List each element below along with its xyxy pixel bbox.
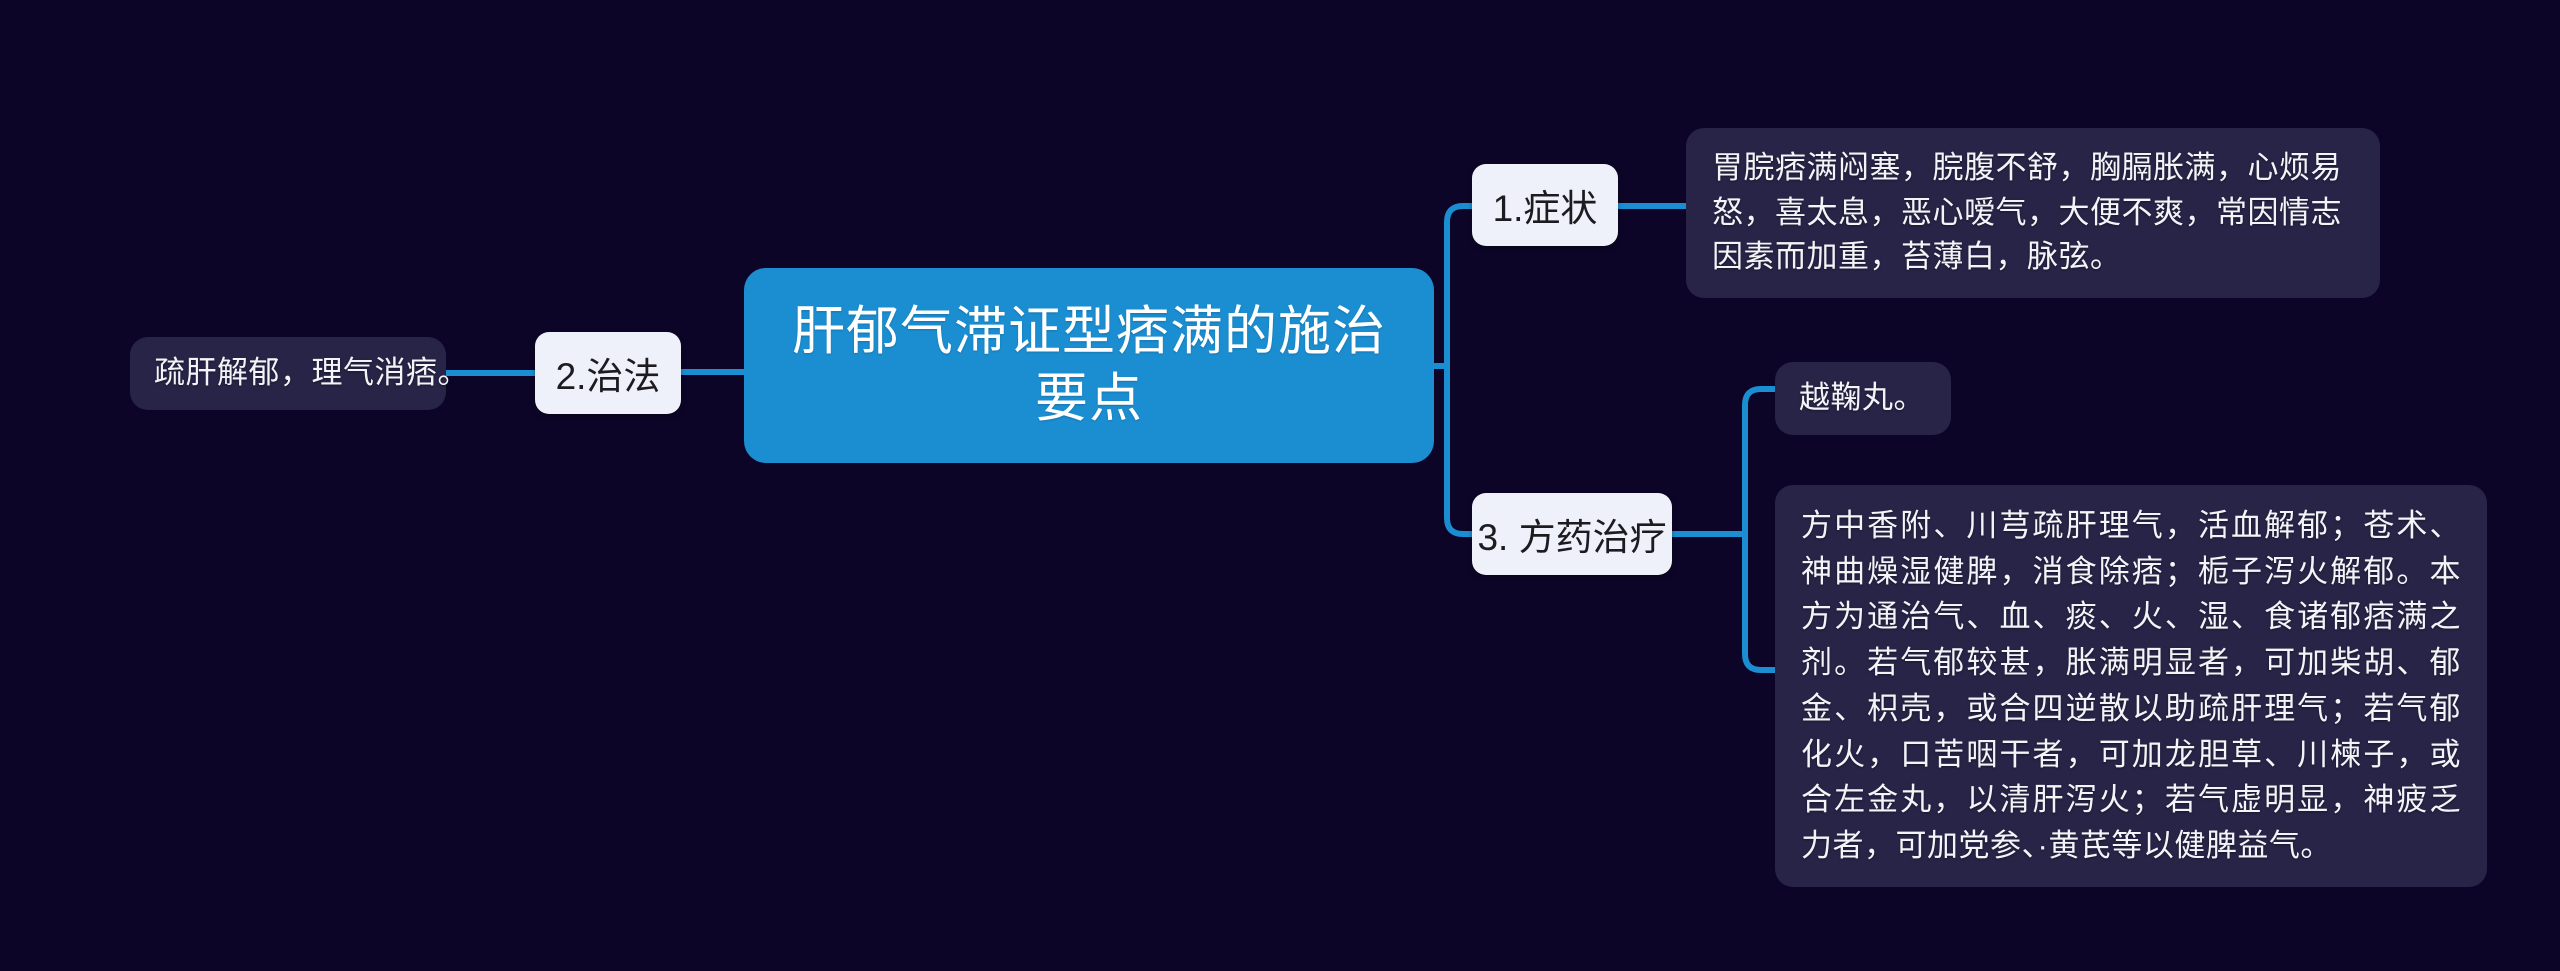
leaf-node-formula-name[interactable]: 越鞠丸。 xyxy=(1775,362,1951,435)
root-node-label: 肝郁气滞证型痞满的施治要点 xyxy=(792,302,1386,428)
root-node[interactable]: 肝郁气滞证型痞满的施治要点 xyxy=(744,268,1434,463)
connector-trunk-to-branch-1 xyxy=(1444,203,1472,366)
connector-branch-3-to-leaf-2 xyxy=(1742,534,1775,673)
leaf-node-treatment-method-detail[interactable]: 疏肝解郁，理气消痞。 xyxy=(130,337,469,410)
branch-node-symptoms[interactable]: 1.症状 xyxy=(1472,164,1618,246)
leaf-node-formula-name-text: 越鞠丸。 xyxy=(1799,380,1925,415)
leaf-node-formula-explanation-text: 方中香附、川芎疏肝理气，活血解郁；苍术、神曲燥湿健脾，消食除痞；栀子泻火解郁。本… xyxy=(1801,508,2461,864)
connector-branch-3-to-leaf-1 xyxy=(1742,386,1775,534)
leaf-node-symptoms-detail[interactable]: 胃脘痞满闷塞，脘腹不舒，胸膈胀满，心烦易怒，喜太息，恶心嗳气，大便不爽，常因情志… xyxy=(1686,128,2380,298)
leaf-node-treatment-method-detail-text: 疏肝解郁，理气消痞。 xyxy=(154,355,469,390)
branch-node-symptoms-label: 1.症状 xyxy=(1492,188,1598,229)
branch-node-treatment-method[interactable]: 2.治法 xyxy=(535,332,681,414)
connector-trunk-to-branch-3 xyxy=(1444,366,1472,537)
branch-node-treatment-method-label: 2.治法 xyxy=(555,356,661,397)
branch-node-formula-therapy-label: 3. 方药治疗 xyxy=(1477,517,1667,558)
leaf-node-symptoms-detail-text: 胃脘痞满闷塞，脘腹不舒，胸膈胀满，心烦易怒，喜太息，恶心嗳气，大便不爽，常因情志… xyxy=(1712,150,2342,275)
branch-node-formula-therapy[interactable]: 3. 方药治疗 xyxy=(1472,493,1672,575)
leaf-node-formula-explanation[interactable]: 方中香附、川芎疏肝理气，活血解郁；苍术、神曲燥湿健脾，消食除痞；栀子泻火解郁。本… xyxy=(1775,485,2487,887)
